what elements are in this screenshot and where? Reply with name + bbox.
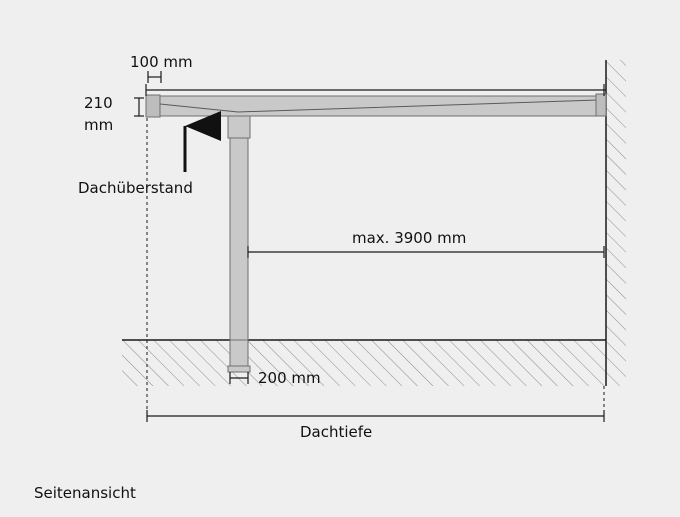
post-foundation-base — [227, 365, 251, 373]
roof-height-value: 210 — [84, 94, 113, 112]
view-caption: Seitenansicht — [34, 484, 136, 502]
roof-height-unit: mm — [84, 116, 113, 134]
roof-front-cap — [145, 94, 161, 118]
foundation-width-label: 200 mm — [258, 369, 321, 387]
wall-hatching — [606, 60, 626, 386]
roof-beam — [145, 95, 603, 117]
overhang-width-label: 100 mm — [130, 53, 193, 71]
overhang-label: Dachüberstand — [78, 179, 193, 197]
post — [229, 113, 249, 367]
roof-profile-line — [159, 99, 599, 113]
roof-depth-label: Dachtiefe — [300, 423, 372, 441]
span-label: max. 3900 mm — [352, 229, 466, 247]
ground-hatching — [122, 340, 606, 386]
roof-wall-connector — [595, 93, 607, 117]
